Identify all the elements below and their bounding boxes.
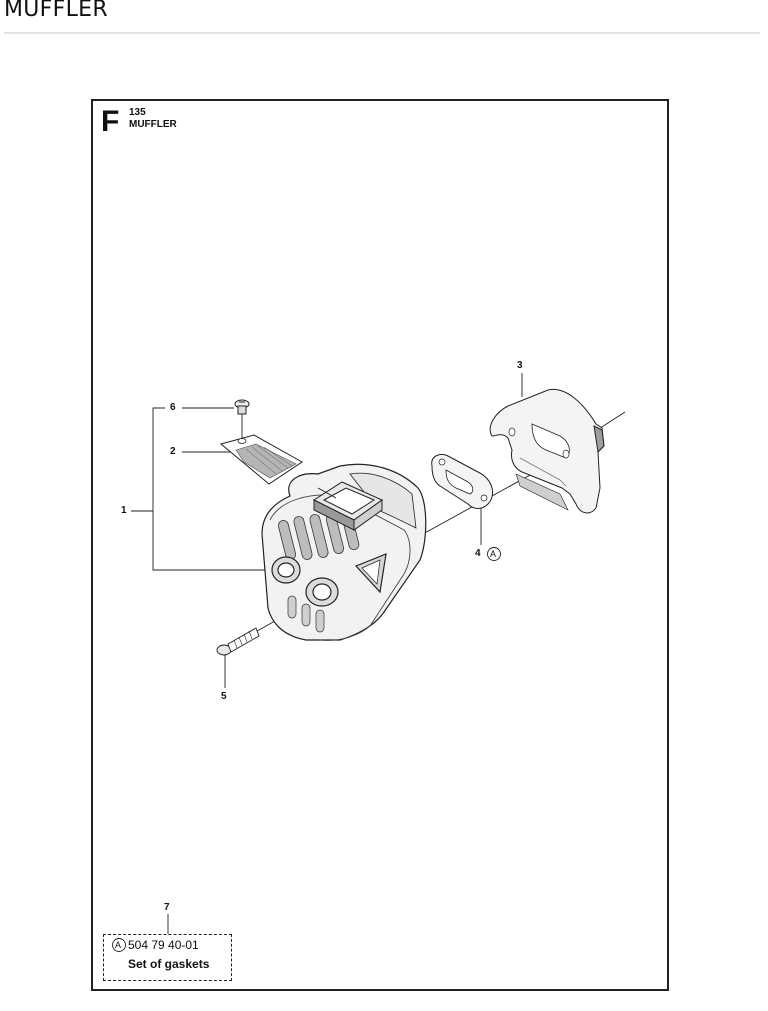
callout-4: 4 (475, 548, 481, 559)
parts-diagram-frame (91, 99, 669, 991)
title-divider (4, 32, 760, 34)
callout-3: 3 (517, 360, 523, 371)
kit-description: Set of gaskets (128, 957, 210, 971)
muffler-body-drawing (261, 463, 427, 641)
callout-1: 1 (121, 505, 127, 516)
heat-shield-drawing (489, 388, 605, 514)
callout-5: 5 (221, 691, 227, 702)
screw-5-drawing (216, 627, 260, 656)
gasket-drawing (431, 453, 494, 509)
screw-6-drawing (234, 399, 250, 415)
kit-box-marker-a: A (115, 940, 122, 950)
page-title: MUFFLER (4, 0, 108, 22)
model-number: 135 (129, 107, 146, 118)
label-plate-drawing (219, 434, 303, 485)
gasket-kit-box (103, 934, 232, 981)
callout-6: 6 (170, 402, 176, 413)
section-name: MUFFLER (129, 119, 177, 130)
section-letter: F (101, 105, 120, 138)
kit-marker-a: A (490, 549, 497, 559)
kit-part-number: 504 79 40-01 (128, 938, 199, 952)
kit-marker-circles (112, 547, 501, 952)
callout-2: 2 (170, 446, 176, 457)
callout-7: 7 (164, 902, 170, 913)
